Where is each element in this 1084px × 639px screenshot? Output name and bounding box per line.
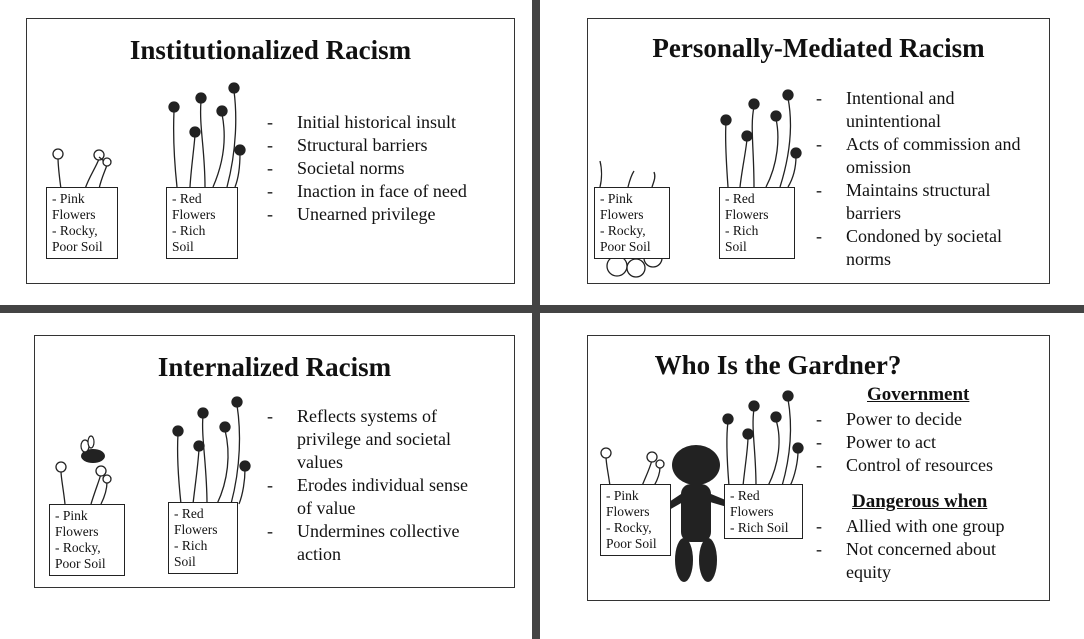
box-line: - Rich [174,538,208,553]
list-item: Allied with one group [816,515,1036,538]
box-line: - Red [725,191,755,206]
danger-heading: Dangerous when [852,491,988,512]
red-soil-box: - Red Flowers - Rich Soil [168,502,238,574]
box-line: Poor Soil [55,556,106,571]
red-soil-box: - Red Flowers - Rich Soil [166,187,238,259]
box-line: - Red [174,506,204,521]
list-item: Not concerned about equity [816,538,1036,584]
box-line: - Pink [606,488,639,503]
box-line: - Red [172,191,202,206]
panel-institutionalized-racism: Institutionalized Racism - Pink Flowers … [26,18,515,284]
box-line: Flowers [600,207,644,222]
box-line: Poor Soil [606,536,657,551]
box-line: Poor Soil [52,239,103,254]
list-item: Initial historical insult [267,111,477,134]
box-line: - Pink [52,191,85,206]
list-item: Reflects systems of privilege and societ… [267,405,482,474]
box-line: Flowers [174,522,218,537]
government-heading: Government [867,384,970,405]
gardener-figure [660,445,728,582]
box-line: - Pink [600,191,633,206]
flower-garden-illustration [55,396,251,505]
box-line: Soil [172,239,194,254]
box-line: - Rocky, [606,520,652,535]
list-item: Control of resources [816,454,1041,477]
flower-garden-illustration [52,82,246,190]
red-flowers [168,82,246,188]
pink-soil-box: - Pink Flowers - Rocky, Poor Soil [594,187,670,259]
box-line: Soil [725,239,747,254]
panel-title: Institutionalized Racism [129,35,412,65]
red-flowers [722,390,804,487]
pink-flowers [600,447,665,487]
box-line: - Red [730,488,760,503]
box-line: Soil [174,554,196,569]
pink-flowers [55,461,112,505]
panel-gardener: Who Is the Gardner? - Pink Flower [587,335,1050,601]
panel-title: Who Is the Gardner? [654,350,902,380]
characteristics-list: Intentional and unintentional Acts of co… [816,87,1031,271]
danger-list: Allied with one group Not concerned abou… [816,515,1036,584]
characteristics-list: Reflects systems of privilege and societ… [267,405,482,566]
list-item: Unearned privilege [267,203,477,226]
red-soil-box: - Red Flowers - Rich Soil [724,484,803,539]
box-line: - Rich [172,223,206,238]
red-flowers [720,89,802,188]
box-line: - Rocky, [52,223,98,238]
panel-personally-mediated-racism: Personally-Mediated Racism - Pink Flower… [587,18,1050,284]
government-list: Power to decide Power to act Control of … [816,408,1041,477]
panel-internalized-racism: Internalized Racism - Pink Flowers - Roc… [34,335,515,588]
vertical-divider [532,0,540,639]
list-item: Maintains structural barriers [816,179,1031,225]
box-line: - Rich Soil [730,520,789,535]
box-line: Flowers [52,207,96,222]
panel-title: Internalized Racism [157,352,392,382]
pink-flowers [52,148,112,190]
list-item: Condoned by societal norms [816,225,1031,271]
box-line: Flowers [55,524,99,539]
box-line: Flowers [725,207,769,222]
red-soil-box: - Red Flowers - Rich Soil [719,187,795,259]
box-line: Flowers [172,207,216,222]
list-item: Power to act [816,431,1041,454]
bee-icon [80,435,105,463]
list-item: Erodes individual sense of value [267,474,482,520]
characteristics-list: Initial historical insult Structural bar… [267,111,477,226]
list-item: Structural barriers [267,134,477,157]
cut-pink-stems [599,160,656,188]
box-line: - Rocky, [55,540,101,555]
list-item: Undermines collective action [267,520,482,566]
list-item: Acts of commission and omission [816,133,1031,179]
list-item: Societal norms [267,157,477,180]
panel-title: Personally-Mediated Racism [652,33,985,63]
box-line: Flowers [730,504,774,519]
box-line: Poor Soil [600,239,651,254]
pink-soil-box: - Pink Flowers - Rocky, Poor Soil [600,484,671,556]
pink-soil-box: - Pink Flowers - Rocky, Poor Soil [49,504,125,576]
box-line: - Rocky, [600,223,646,238]
red-flowers [172,396,251,505]
box-line: Flowers [606,504,650,519]
gardener-illustration [600,390,804,582]
list-item: Power to decide [816,408,1041,431]
box-line: - Rich [725,223,759,238]
list-item: Intentional and unintentional [816,87,1031,133]
pink-soil-box: - Pink Flowers - Rocky, Poor Soil [46,187,118,259]
list-item: Inaction in face of need [267,180,477,203]
horizontal-divider [0,305,1084,313]
box-line: - Pink [55,508,88,523]
